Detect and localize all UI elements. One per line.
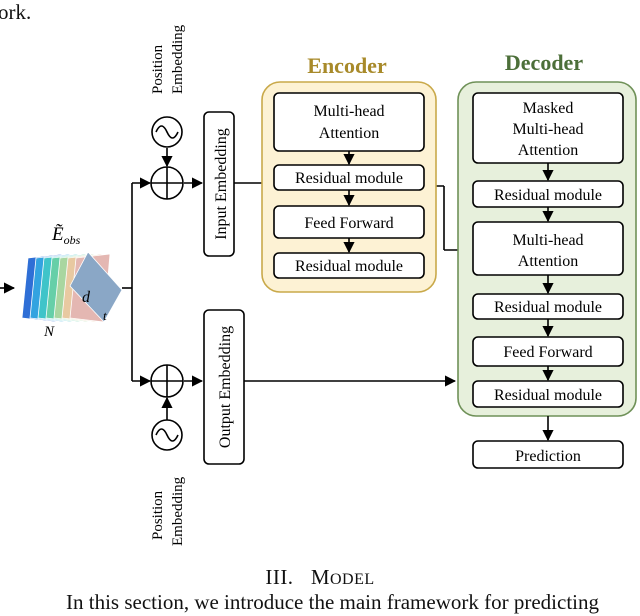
- svg-text:Feed Forward: Feed Forward: [304, 215, 393, 232]
- prediction-box: Prediction: [472, 440, 624, 469]
- position-embedding-bottom-line2: Embedding: [170, 476, 186, 546]
- svg-text:Multi-head: Multi-head: [512, 232, 583, 249]
- svg-text:Residual module: Residual module: [494, 299, 602, 316]
- svg-text:Residual module: Residual module: [494, 387, 602, 404]
- text-fragment-top: ork.: [0, 0, 32, 24]
- encoder-title: Encoder: [307, 53, 387, 78]
- tensor-front-face: [69, 251, 123, 323]
- section-heading: III. MODEL: [0, 565, 640, 590]
- decoder-title: Decoder: [505, 50, 583, 75]
- tensor-n-label: N: [43, 324, 55, 340]
- output-embedding-label: Output Embedding: [217, 326, 234, 448]
- tensor-label: Ẽobs: [51, 224, 81, 247]
- output-embedding-box: Output Embedding: [203, 309, 245, 465]
- transformer-architecture-diagram: Ẽobs d t N Position: [0, 24, 637, 546]
- position-embedding-bottom: Position Embedding: [150, 364, 186, 546]
- text-fragment-bottom: In this section, we introduce the main f…: [66, 590, 599, 614]
- svg-text:Residual module: Residual module: [295, 258, 403, 275]
- position-embedding-top-line1: Position: [150, 44, 166, 94]
- svg-text:Multi-head: Multi-head: [512, 121, 583, 138]
- encoder-residual-module-2: [273, 252, 425, 279]
- decoder-residual-module-3: [472, 380, 624, 408]
- svg-text:Multi-head: Multi-head: [313, 103, 384, 120]
- input-embedding-label: Input Embedding: [213, 128, 230, 240]
- encoder-multi-head-attention: [273, 92, 425, 152]
- svg-text:Residual module: Residual module: [295, 170, 403, 187]
- svg-text:Attention: Attention: [319, 125, 379, 142]
- svg-text:Attention: Attention: [518, 253, 578, 270]
- position-embedding-bottom-line1: Position: [150, 490, 166, 540]
- branch-lines: [122, 148, 474, 420]
- decoder-block: Decoder Masked Multi-head Attention Resi…: [457, 50, 637, 417]
- tensor-d-label: d: [82, 289, 91, 306]
- position-embedding-top: Position Embedding: [150, 24, 186, 200]
- svg-text:Attention: Attention: [518, 142, 578, 159]
- svg-text:Feed Forward: Feed Forward: [503, 344, 592, 361]
- svg-text:Residual module: Residual module: [494, 187, 602, 204]
- encoder-block: Encoder Multi-head Attention Residual mo…: [261, 53, 437, 293]
- section-numeral: III.: [265, 565, 294, 589]
- section-title-rest: ODEL: [330, 571, 375, 588]
- input-embedding-box: Input Embedding: [203, 111, 235, 257]
- tensor-stack: Ẽobs d t N: [21, 224, 123, 340]
- section-title-initial: M: [310, 565, 330, 589]
- tensor-t-label: t: [103, 308, 107, 323]
- prediction-label: Prediction: [515, 448, 581, 465]
- svg-text:Masked: Masked: [523, 100, 574, 117]
- position-embedding-top-line2: Embedding: [170, 24, 186, 94]
